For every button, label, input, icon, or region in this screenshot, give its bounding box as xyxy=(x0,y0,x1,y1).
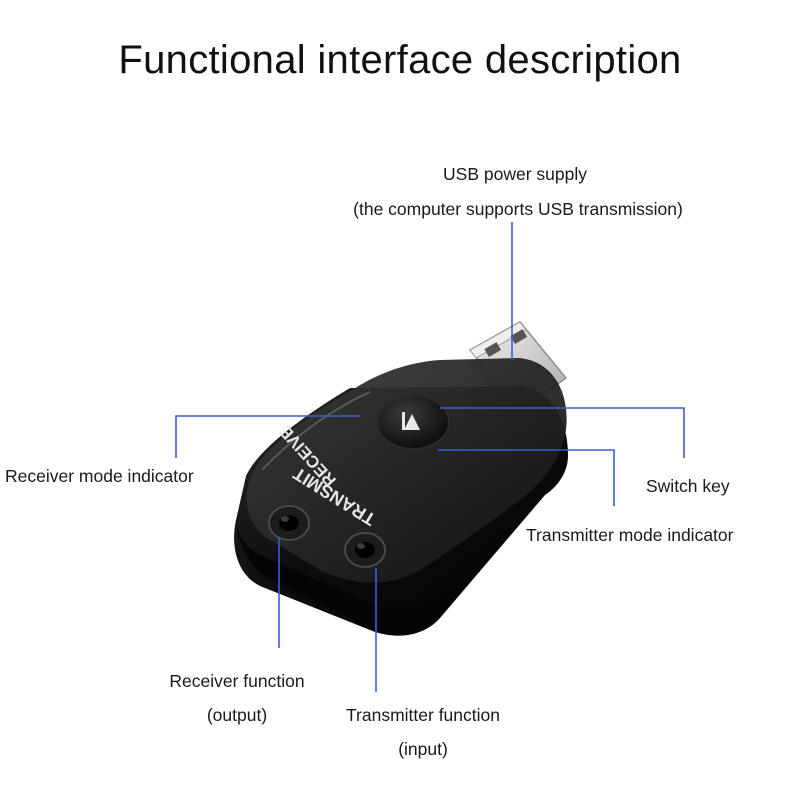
transmitter-indicator-leader-line xyxy=(438,449,615,506)
usb-power-label: USB power supply xyxy=(443,164,587,184)
transmitter-function-sublabel: (input) xyxy=(398,739,448,759)
switch-key-button xyxy=(376,394,450,450)
receiver-function-label: Receiver function xyxy=(169,671,305,691)
transmitter-function-label: Transmitter function xyxy=(346,705,500,725)
transmitter-input-jack xyxy=(344,532,386,568)
receiver-indicator-leader-line xyxy=(175,415,360,458)
usb-power-sublabel: (the computer supports USB transmission) xyxy=(353,199,683,219)
switch-key-label: Switch key xyxy=(646,476,730,496)
receiver-output-jack xyxy=(268,505,310,541)
adapter-body xyxy=(234,358,569,636)
receiver-function-sublabel: (output) xyxy=(206,705,268,725)
receiver-indicator-label: Receiver mode indicator xyxy=(5,466,194,486)
transmitter-indicator-label: Transmitter mode indicator xyxy=(526,525,734,545)
switch-key-leader-line xyxy=(440,407,685,458)
page-title: Functional interface description xyxy=(118,38,682,82)
leader-lines xyxy=(175,222,685,692)
